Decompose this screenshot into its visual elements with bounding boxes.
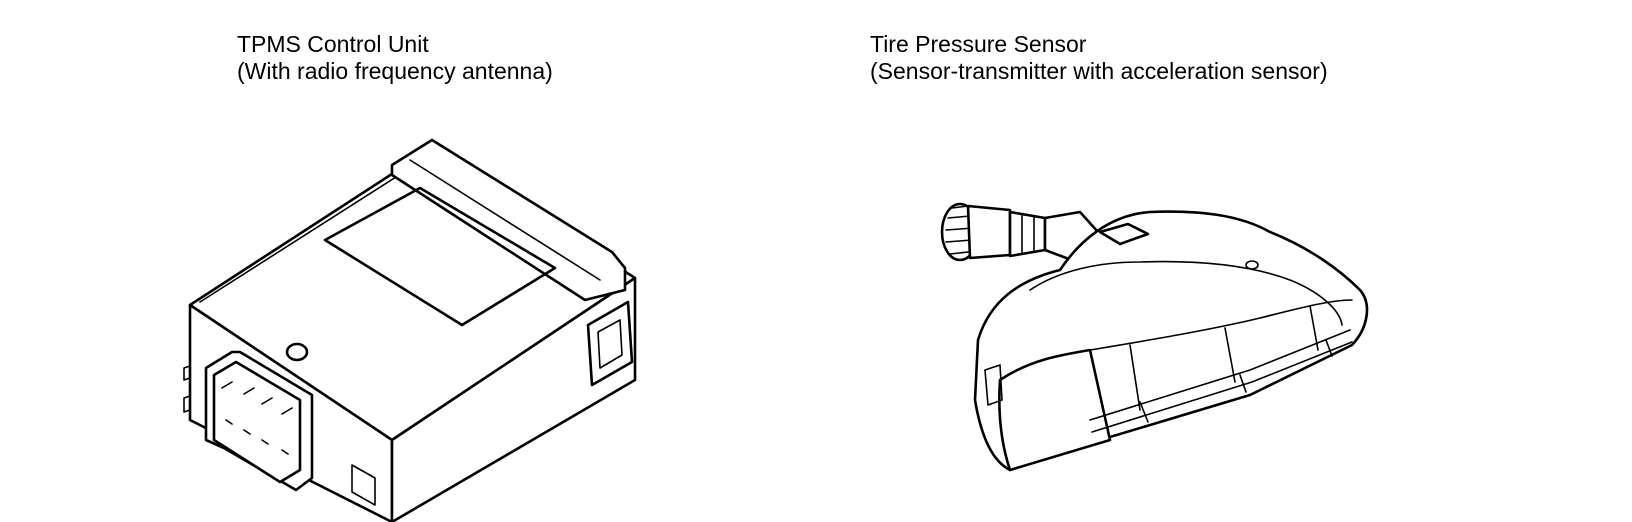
control-unit-subtitle: (With radio frequency antenna) bbox=[237, 58, 553, 84]
control-unit-caption: TPMS Control Unit (With radio frequency … bbox=[237, 31, 553, 85]
sensor-title: Tire Pressure Sensor bbox=[870, 31, 1087, 57]
sensor-caption: Tire Pressure Sensor (Sensor-transmitter… bbox=[870, 31, 1328, 85]
control-unit-title: TPMS Control Unit bbox=[237, 31, 429, 57]
tire-pressure-sensor-illustration bbox=[940, 202, 1369, 472]
control-unit-illustration bbox=[183, 138, 637, 522]
sensor-subtitle: (Sensor-transmitter with acceleration se… bbox=[870, 58, 1328, 84]
